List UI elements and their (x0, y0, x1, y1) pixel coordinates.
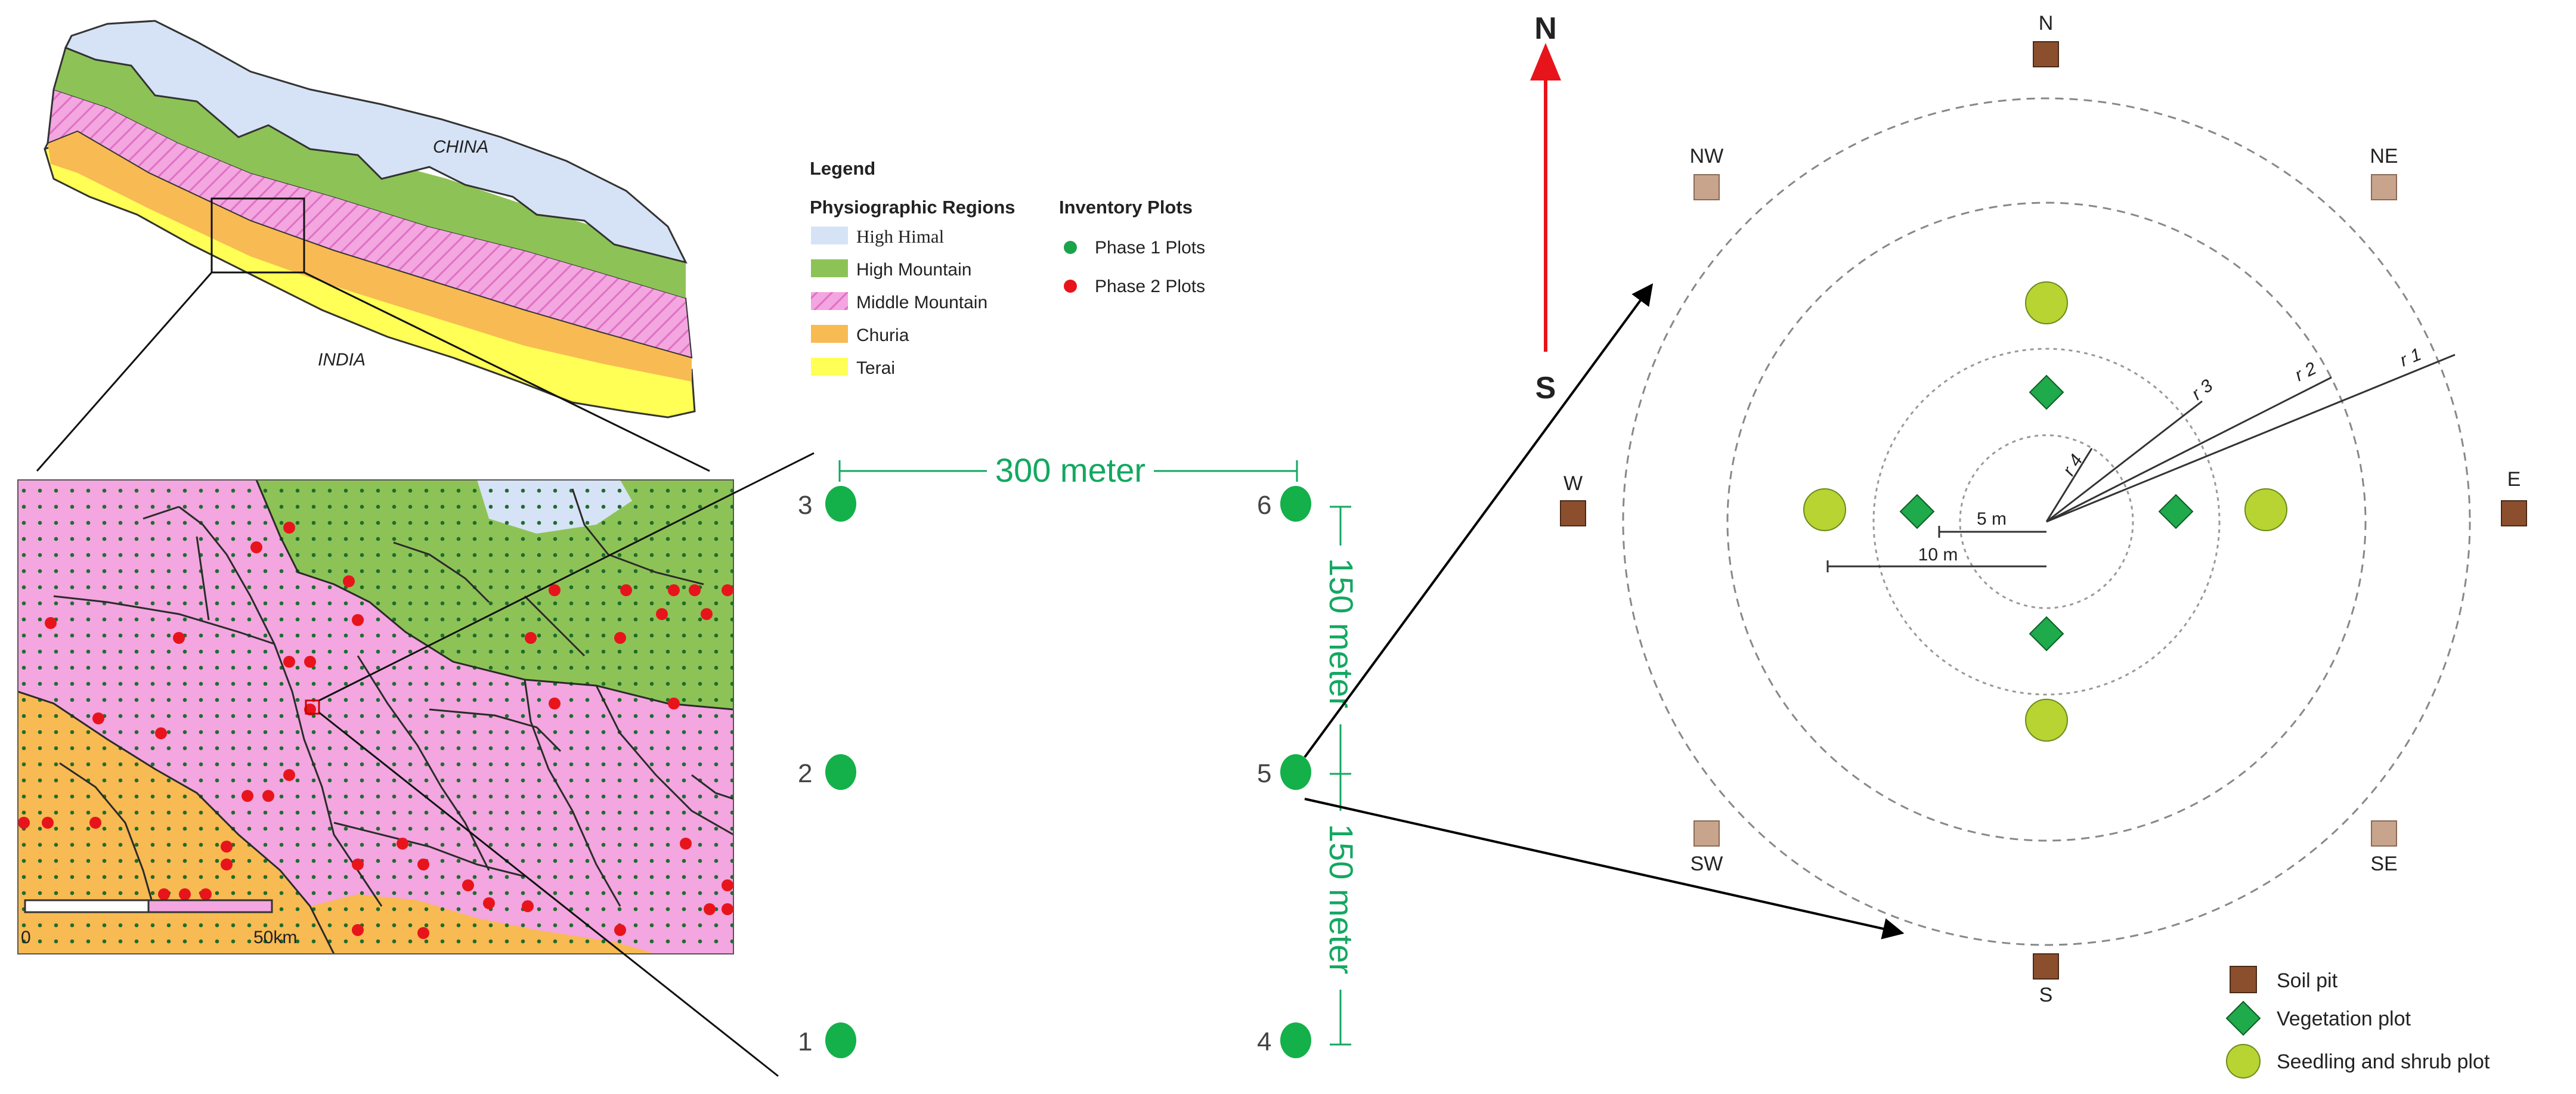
radius-label-r3: r 3 (2188, 376, 2216, 404)
legend-swatch-high-himal (811, 227, 848, 244)
radius-label-r1: r 1 (2397, 345, 2424, 371)
high-himal-region (64, 20, 688, 264)
scale-10m-label: 10 m (1918, 545, 1958, 565)
phase2-plots (18, 522, 733, 939)
regions-heading: Physiographic Regions (810, 197, 1015, 218)
compass-south-label: S (1535, 371, 1556, 405)
inset-map (18, 480, 733, 954)
vegetation-plots (1899, 374, 2194, 652)
plot-6 (1280, 486, 1311, 522)
plot-2 (825, 754, 856, 790)
plot-number-5: 5 (1257, 759, 1271, 788)
legend-item-high-himal: High Himal (856, 226, 944, 247)
legend-item-churia: Churia (856, 326, 909, 345)
legend-soil-pit: Soil pit (2277, 969, 2338, 992)
plot-number-2: 2 (798, 759, 812, 788)
scale-bar: 0 50km (21, 899, 297, 947)
north-arrow-icon (1530, 43, 1561, 80)
nepal-overview-map: CHINA INDIA (36, 20, 710, 472)
vertical-distance-upper-label: 150 meter (1323, 558, 1360, 708)
plot-1 (825, 1022, 856, 1058)
cluster-layout: 300 meter 150 meter 150 meter 1 2 3 4 5 … (798, 283, 1905, 1058)
legend-vegetation-plot: Vegetation plot (2277, 1008, 2411, 1030)
legend-seedling-shrub-plot: Seedling and shrub plot (2277, 1050, 2490, 1073)
direction-label-n: N (2039, 12, 2054, 35)
direction-label-s: S (2039, 984, 2053, 1006)
legend-item-middle-mountain: Middle Mountain (856, 293, 987, 312)
plot-number-6: 6 (1257, 491, 1271, 520)
legend-title: Legend (810, 158, 875, 179)
cluster-highlight-box (305, 699, 320, 715)
direction-label-sw: SW (1690, 853, 1723, 875)
compass-north-label: N (1534, 11, 1557, 46)
plots-heading: Inventory Plots (1059, 197, 1193, 218)
legend-swatch-churia (811, 325, 848, 343)
plot-4 (1280, 1022, 1311, 1058)
legend-swatch-high-mountain (811, 259, 848, 277)
plot-design-legend: Soil pit Vegetation plot Seedling and sh… (2225, 966, 2490, 1078)
china-label: CHINA (433, 137, 488, 157)
plot-design: N S r 1 r 2 r 3 r 4 5 m 10 m (1530, 11, 2527, 1078)
churia-region (48, 131, 692, 382)
direction-label-se: SE (2370, 853, 2397, 875)
vertical-distance-lower-label: 150 meter (1323, 824, 1360, 974)
scale-5m-label: 5 m (1977, 509, 2007, 529)
seedling-shrub-plots (1803, 281, 2287, 742)
plot-5 (1280, 754, 1311, 790)
soil-pits (1560, 41, 2527, 980)
legend-marker-phase1 (1064, 241, 1077, 254)
plot-number-1: 1 (798, 1027, 812, 1056)
direction-label-w: W (1563, 472, 1583, 495)
radius-label-r4: r 4 (2059, 451, 2087, 479)
legend-item-terai: Terai (856, 358, 895, 378)
legend-item-phase1: Phase 1 Plots (1095, 238, 1205, 258)
plot-number-4: 4 (1257, 1027, 1271, 1056)
plot-number-3: 3 (798, 491, 812, 520)
legend-swatch-terai (811, 358, 848, 376)
direction-label-nw: NW (1690, 145, 1724, 168)
map-legend: Legend Physiographic Regions Inventory P… (810, 158, 1205, 378)
district-boundaries (18, 480, 733, 954)
scale-start-label: 0 (21, 928, 31, 947)
plot-3 (825, 486, 856, 522)
horizontal-distance-label: 300 meter (995, 451, 1145, 489)
legend-marker-phase2 (1064, 280, 1077, 293)
zoom-area-box (210, 197, 305, 274)
direction-label-e: E (2507, 468, 2521, 491)
direction-label-ne: NE (2370, 145, 2398, 168)
india-label: INDIA (318, 350, 366, 370)
scale-end-label: 50km (253, 928, 297, 947)
legend-item-high-mountain: High Mountain (856, 260, 971, 280)
legend-swatch-middle-mountain (811, 292, 848, 310)
legend-item-phase2: Phase 2 Plots (1095, 277, 1205, 296)
radius-label-r2: r 2 (2292, 358, 2320, 385)
